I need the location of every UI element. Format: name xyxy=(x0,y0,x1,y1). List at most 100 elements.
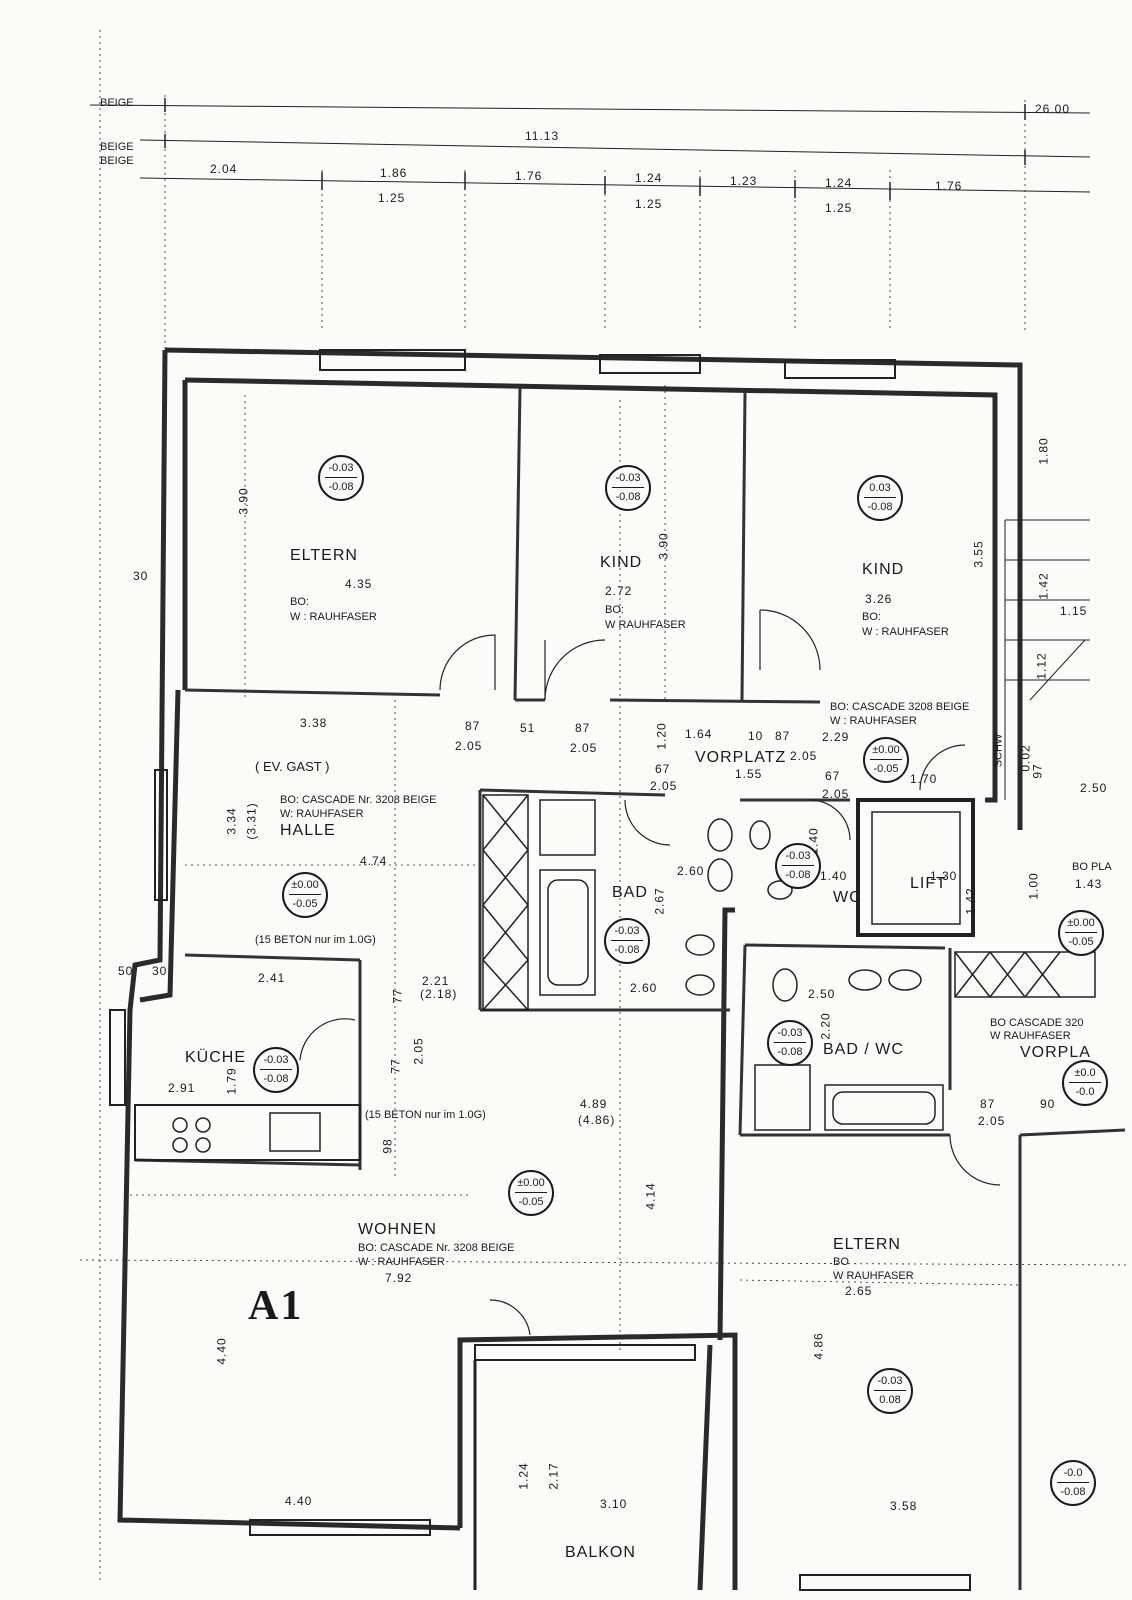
room-name-lift: LIFT xyxy=(910,875,947,892)
beton-note: (15 BETON nur im 1.0G) xyxy=(255,934,376,946)
wall-spec: W RAUHFASER xyxy=(605,619,686,631)
dim-label: 67 xyxy=(825,769,841,783)
dim-label: 2.67 xyxy=(652,887,667,915)
dim-label: 4.40 xyxy=(285,1494,313,1508)
dim-label: 4.14 xyxy=(643,1182,658,1210)
dim-label: 1.23 xyxy=(730,174,758,188)
dim-label: (4.86) xyxy=(578,1113,616,1127)
dim-label: 77 xyxy=(388,1058,403,1074)
dim-label: 1.25 xyxy=(378,191,406,205)
dim-label: 50 xyxy=(118,964,134,978)
room-name-halle: HALLE xyxy=(280,822,336,839)
level-marker: ±0.00-0.05 xyxy=(508,1170,554,1216)
dim-label: 1.79 xyxy=(224,1067,239,1095)
dim-label: 4.86 xyxy=(811,1332,826,1360)
floor-spec: BO PLA xyxy=(1072,861,1112,873)
level-marker: 0.03-0.08 xyxy=(857,475,903,521)
windows xyxy=(109,349,971,1591)
floor-spec: BO xyxy=(833,1256,849,1268)
room-name-vorpla: VORPLA xyxy=(1020,1044,1091,1061)
dim-label: 1.24 xyxy=(635,171,663,185)
floor-spec: BO: xyxy=(290,596,309,608)
level-marker: -0.03-0.08 xyxy=(604,918,650,964)
dim-label: 3.58 xyxy=(890,1499,918,1513)
room-name-balkon: BALKON xyxy=(565,1544,636,1561)
lift-shaft xyxy=(856,798,975,937)
dim-label: 2.05 xyxy=(650,779,678,793)
interior-walls xyxy=(134,387,1126,1590)
room-name-wohnen: WOHNEN xyxy=(358,1221,437,1238)
wall-spec: W : RAUHFASER xyxy=(830,715,917,727)
level-marker: -0.03-0.08 xyxy=(318,455,364,501)
dim-label: 1.42 xyxy=(1036,572,1051,600)
dim-label: 87 xyxy=(775,729,791,743)
dim-label: 2.29 xyxy=(822,730,850,744)
dim-label: 1.76 xyxy=(515,169,543,183)
unit-code: A1 xyxy=(248,1283,304,1329)
dim-label: 1.25 xyxy=(825,201,853,215)
dim-label: 51 xyxy=(520,721,536,735)
dim-label: 4.89 xyxy=(580,1097,608,1111)
dim-label: 10 xyxy=(748,729,764,743)
kitchen-counter xyxy=(134,1104,361,1161)
dim-label: 2.60 xyxy=(630,981,658,995)
wall-spec: W : RAUHFASER xyxy=(358,1256,445,1268)
dim-label: 1.25 xyxy=(635,197,663,211)
dim-label: 1.24 xyxy=(825,176,853,190)
dim-label: 1.15 xyxy=(1060,604,1088,618)
dim-label: 1.80 xyxy=(1036,437,1051,465)
dim-label: 2.21 xyxy=(422,974,450,988)
doors xyxy=(299,609,1001,1336)
dimension-line-sub xyxy=(139,139,1091,158)
room-name-bad-wc: BAD / WC xyxy=(823,1041,904,1058)
dim-label: 1.55 xyxy=(735,767,763,781)
beige-label: BEIGE xyxy=(100,141,134,153)
level-marker: -0.03-0.08 xyxy=(775,843,821,889)
dim-label: 87 xyxy=(575,721,591,735)
bath-fixtures xyxy=(539,799,944,1131)
wardrobe xyxy=(482,794,1096,1011)
dim-label: 1.76 xyxy=(935,179,963,193)
wall-spec: W RAUHFASER xyxy=(833,1270,914,1282)
wall-spec: W : RAUHFASER xyxy=(290,611,377,623)
dim-label: 2.91 xyxy=(168,1081,196,1095)
beige-label: BEIGE xyxy=(100,97,134,109)
outer-walls xyxy=(117,347,1023,1591)
dim-label: 1.12 xyxy=(1034,652,1049,680)
floor-spec: BO: xyxy=(605,604,624,616)
room-name-kind: KIND xyxy=(600,554,643,571)
dim-label: (3.31) xyxy=(244,802,259,840)
dim-label: 1.43 xyxy=(1075,877,1103,891)
room-name-kind: KIND xyxy=(862,561,905,578)
dimension-ticks xyxy=(164,98,1026,200)
dim-label: 2.05 xyxy=(822,787,850,801)
wall-spec: W RAUHFASER xyxy=(990,1030,1071,1042)
dim-label: 87 xyxy=(980,1097,996,1111)
room-name-bad: BAD xyxy=(612,884,648,901)
dimension-line-total xyxy=(89,104,1091,114)
room-name-eltern: ELTERN xyxy=(290,547,358,564)
dim-label: 4.40 xyxy=(214,1337,229,1365)
dim-label: 2.72 xyxy=(605,584,633,598)
dim-label: 2.50 xyxy=(1080,781,1108,795)
dim-label: 2.41 xyxy=(258,971,286,985)
schw-note: SCHW xyxy=(992,733,1005,768)
dim-label: 90 xyxy=(1040,1097,1056,1111)
beton-note: (15 BETON nur im 1.0G) xyxy=(365,1109,486,1121)
dim-label: 3.26 xyxy=(865,592,893,606)
dim-label: 1.86 xyxy=(380,166,408,180)
dim-label: 77 xyxy=(390,988,405,1004)
dim-label: 2.05 xyxy=(455,739,483,753)
dim-label: 3.55 xyxy=(971,540,986,568)
dim-label: 1.64 xyxy=(685,727,713,741)
level-marker: -0.03-0.08 xyxy=(253,1047,299,1093)
dim-label: 1.24 xyxy=(516,1462,531,1490)
dim-label: 98 xyxy=(380,1138,395,1154)
dim-label: 1.70 xyxy=(910,772,938,786)
dim-label: 30 xyxy=(133,569,149,583)
room-name-wc: WC xyxy=(833,889,862,906)
level-marker: ±0.00-0.05 xyxy=(282,872,328,918)
guest-note: ( EV. GAST ) xyxy=(255,759,330,774)
